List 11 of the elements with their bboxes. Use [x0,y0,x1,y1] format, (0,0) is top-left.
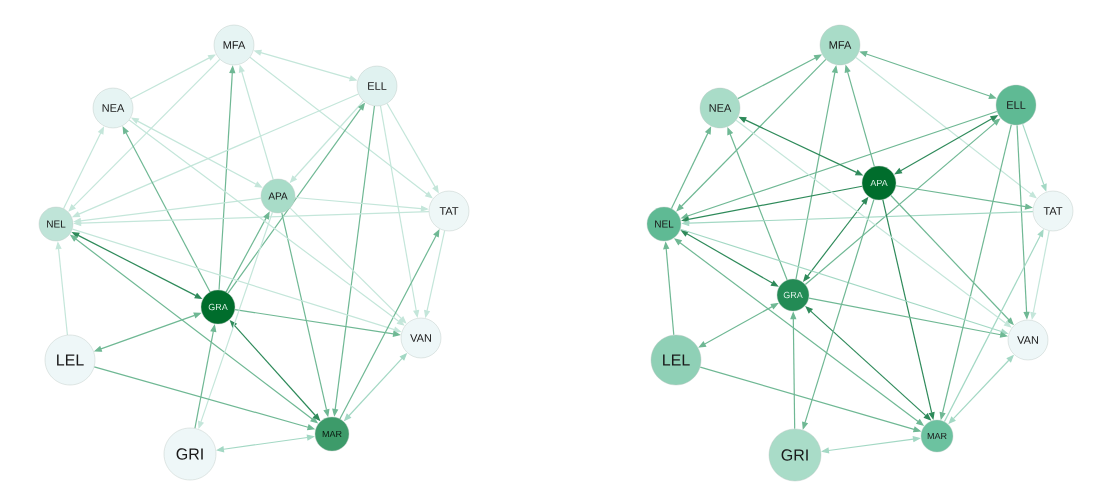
arrow [194,324,217,429]
arrow [249,56,433,199]
arrow [379,105,420,318]
arrow [128,119,405,326]
arrow [855,56,1037,199]
arrow [68,58,221,212]
arrow [735,119,1012,328]
arrow [289,207,407,324]
arrow [943,229,1044,423]
arrow [130,54,216,100]
arrow [676,58,827,212]
